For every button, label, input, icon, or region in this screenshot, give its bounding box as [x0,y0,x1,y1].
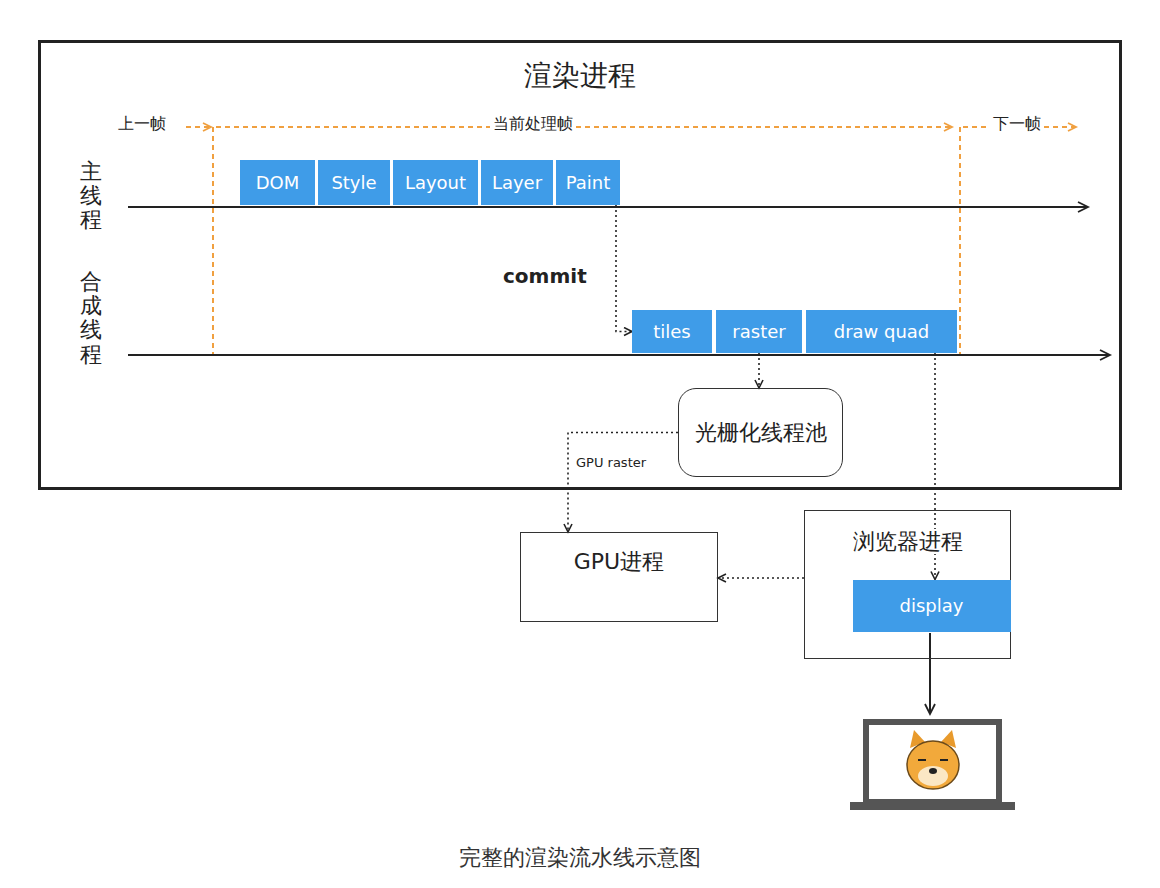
dotted-connector [616,205,632,332]
stage-box: Paint [556,160,620,205]
stage-box: draw quad [806,310,957,353]
laptop-illustration [850,722,1015,810]
process-box: 浏览器进程 display [804,510,1011,659]
frame-label: 下一帧 [990,114,1044,135]
dotted-connector [718,577,804,579]
stage-box: Style [318,160,390,205]
thread-lines [128,207,1110,355]
thread-pool-box: 光栅化线程池 [678,388,843,477]
box-label: Paint [566,172,611,193]
thread-label: 主线程 [80,160,102,233]
display-arrow [929,633,931,714]
edge-label: commit [500,264,590,288]
frame-markers [186,127,1076,355]
thread-label: 合成线程 [80,270,102,367]
box-label: display [900,595,964,616]
process-box: GPU进程 [520,532,718,622]
dotted-connector [568,433,678,533]
box-label: draw quad [834,321,930,342]
box-label: Layer [492,172,542,193]
stage-box: tiles [632,310,712,353]
box-heading: GPU进程 [570,549,668,574]
box-heading: 浏览器进程 [849,529,967,554]
box-label: raster [732,321,785,342]
heading-row: 渲染进程 [41,57,1119,95]
box-heading: 渲染进程 [520,59,640,92]
stage-box: Layout [393,160,478,205]
stage-box: display [853,580,1011,632]
caption: 完整的渲染流水线示意图 [0,843,1160,873]
box-label: Layout [405,172,466,193]
frame-label: 当前处理帧 [490,114,576,135]
edge-label: GPU raster [573,455,649,470]
box-label: Style [331,172,376,193]
box-label: DOM [256,172,300,193]
stage-box: raster [716,310,802,353]
heading-row: GPU进程 [521,547,717,577]
heading-row: 浏览器进程 [805,527,1010,557]
frame-label: 上一帧 [115,114,169,135]
stage-box: DOM [240,160,315,205]
dotted-connector [758,353,760,388]
box-label: tiles [653,321,691,342]
box-label: 光栅化线程池 [695,418,827,448]
stage-box: Layer [481,160,553,205]
